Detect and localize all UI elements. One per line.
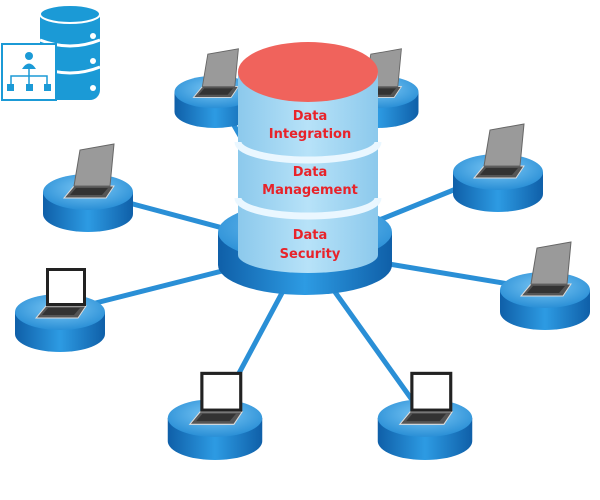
laptop-icon [519,241,572,297]
client-node [15,268,105,352]
layer-management-line2: Management [262,183,358,198]
layer-security-line2: Security [280,247,341,262]
laptop-icon [472,123,525,179]
client-node [377,371,473,460]
client-node [500,241,590,330]
layer-security-line1: Data [293,228,328,243]
layer-management-line1: Data [293,165,328,180]
layer-integration-line1: Data [293,109,328,124]
laptop-icon [398,371,454,425]
laptop-icon [62,143,115,199]
laptop-icon [192,48,240,98]
layer-integration-line2: Integration [269,127,351,142]
front-nodes [15,123,590,460]
client-node [167,371,263,460]
cylinder-top [238,42,378,102]
laptop-icon [34,268,87,319]
database-hierarchy-icon [1,4,101,101]
client-node [174,48,256,128]
client-node [43,143,133,232]
database-cylinder: Data Integration Data Management Data Se… [234,42,382,273]
client-node [453,123,543,212]
laptop-icon [188,371,244,425]
